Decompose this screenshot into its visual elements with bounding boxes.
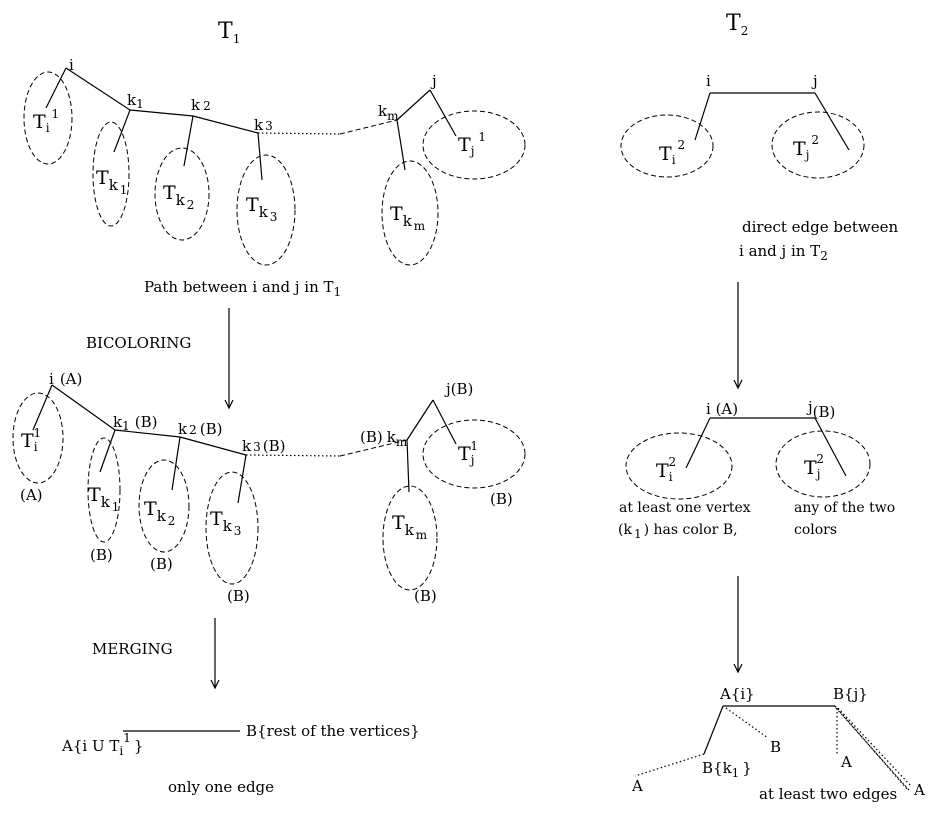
node-km-label: (B)km xyxy=(360,428,408,449)
node-j-label: j xyxy=(811,72,818,90)
subtree-ellipse-tkm xyxy=(382,485,438,591)
node-ai-label: A{i} xyxy=(719,685,755,703)
subtree-ellipse-tk3 xyxy=(236,154,296,266)
right-panel: T2 i j Ti2 Tj2 direct edge between i and… xyxy=(618,11,925,803)
subtree-ellipse-tj xyxy=(422,110,526,180)
color-label-tk1: (B) xyxy=(90,546,113,564)
color-label-tj: (B) xyxy=(490,490,513,508)
t2-result-caption: at least two edges xyxy=(759,785,897,803)
node-km-label: km xyxy=(378,102,399,123)
subtree-ellipse-tk2 xyxy=(154,147,210,241)
t2-bicolored-tree: i (A) j(B) Ti2 Tj2 at least one vertex (… xyxy=(618,398,895,541)
node-j-label: j(B) xyxy=(806,398,835,421)
subtree-ellipse-ti xyxy=(12,392,64,484)
t1-merged-tree: A{i U Ti1} B{rest of the vertices} only … xyxy=(61,722,420,796)
leaf-a-right-label: A xyxy=(913,781,925,799)
note-right-line1: any of the two xyxy=(794,500,895,516)
note-left-line1: at least one vertex xyxy=(619,500,751,516)
subtree-ellipse-tkm xyxy=(381,160,439,266)
color-label-tkm: (B) xyxy=(414,587,437,605)
subtree-tj-label: Tj2 xyxy=(793,133,819,162)
color-label-ti: (A) xyxy=(20,486,43,504)
node-i-label: i (A) xyxy=(706,400,738,418)
subtree-ellipse-tk3 xyxy=(205,471,259,585)
note-right-line2: colors xyxy=(794,522,837,538)
subtree-tj-label: Tj1 xyxy=(458,439,478,467)
subtree-ellipse-tk2 xyxy=(138,459,190,553)
t2-caption-line2: i and j in T2 xyxy=(739,242,828,263)
t2-caption-line1: direct edge between xyxy=(742,218,898,236)
merged-node-b-label: B{rest of the vertices} xyxy=(246,722,420,740)
leaf-a-mid-label: A xyxy=(840,753,852,771)
node-i-label: i xyxy=(69,56,74,74)
node-bk1-label: B{k1} xyxy=(702,759,752,780)
subtree-ellipse-tj xyxy=(771,111,865,179)
subtree-ellipse-tk1 xyxy=(87,437,121,543)
t2-result-tree: A{i} B{j} B{k1} A B A A at least two edg… xyxy=(631,685,925,803)
leaf-b-label: B xyxy=(770,738,781,756)
node-j-label: j(B) xyxy=(444,380,473,398)
color-label-tk2: (B) xyxy=(150,555,173,573)
subtree-ti-label: Ti1 xyxy=(33,107,59,135)
node-k1-label: k1 xyxy=(127,91,144,111)
subtree-ellipse-ti xyxy=(625,432,733,500)
merging-step-label: MERGING xyxy=(92,640,173,658)
subtree-ellipse-tk1 xyxy=(92,121,130,227)
subtree-ellipse-tj xyxy=(775,430,871,498)
arrow-down-icon xyxy=(210,618,220,690)
node-i-label: i xyxy=(706,72,711,90)
node-bj-label: B{j} xyxy=(833,685,868,703)
subtree-ellipse-ti xyxy=(620,114,714,178)
merged-caption: only one edge xyxy=(168,778,274,796)
subtree-ti-label: Ti2 xyxy=(656,455,676,484)
node-i-label: i(A) xyxy=(49,370,82,388)
subtree-tj-label: Tj1 xyxy=(458,130,486,158)
subtree-ellipse-ti xyxy=(23,71,73,165)
left-title: T1 xyxy=(218,19,240,46)
subtree-ellipse-tj xyxy=(422,419,526,489)
bicoloring-step-label: BICOLORING xyxy=(86,334,191,352)
right-title: T2 xyxy=(726,11,748,38)
node-k1-label: k1(B) xyxy=(113,413,157,433)
arrow-down-icon xyxy=(224,308,234,410)
arrow-down-icon xyxy=(733,576,743,674)
arrow-down-icon xyxy=(733,282,743,390)
subtree-ti-label: Ti2 xyxy=(659,138,685,167)
leaf-a-left-label: A xyxy=(631,777,643,795)
color-label-tk3: (B) xyxy=(227,587,250,605)
t1-path-caption: Path between i and j in T1 xyxy=(144,278,341,299)
subtree-ti-label: Ti1 xyxy=(21,426,41,454)
merged-node-a-label: A{i U Ti1} xyxy=(61,731,143,758)
subtree-tj-label: Tj2 xyxy=(804,452,824,481)
t2-edge-tree: i j Ti2 Tj2 direct edge between i and j … xyxy=(620,72,898,263)
node-j-label: j xyxy=(430,72,437,90)
